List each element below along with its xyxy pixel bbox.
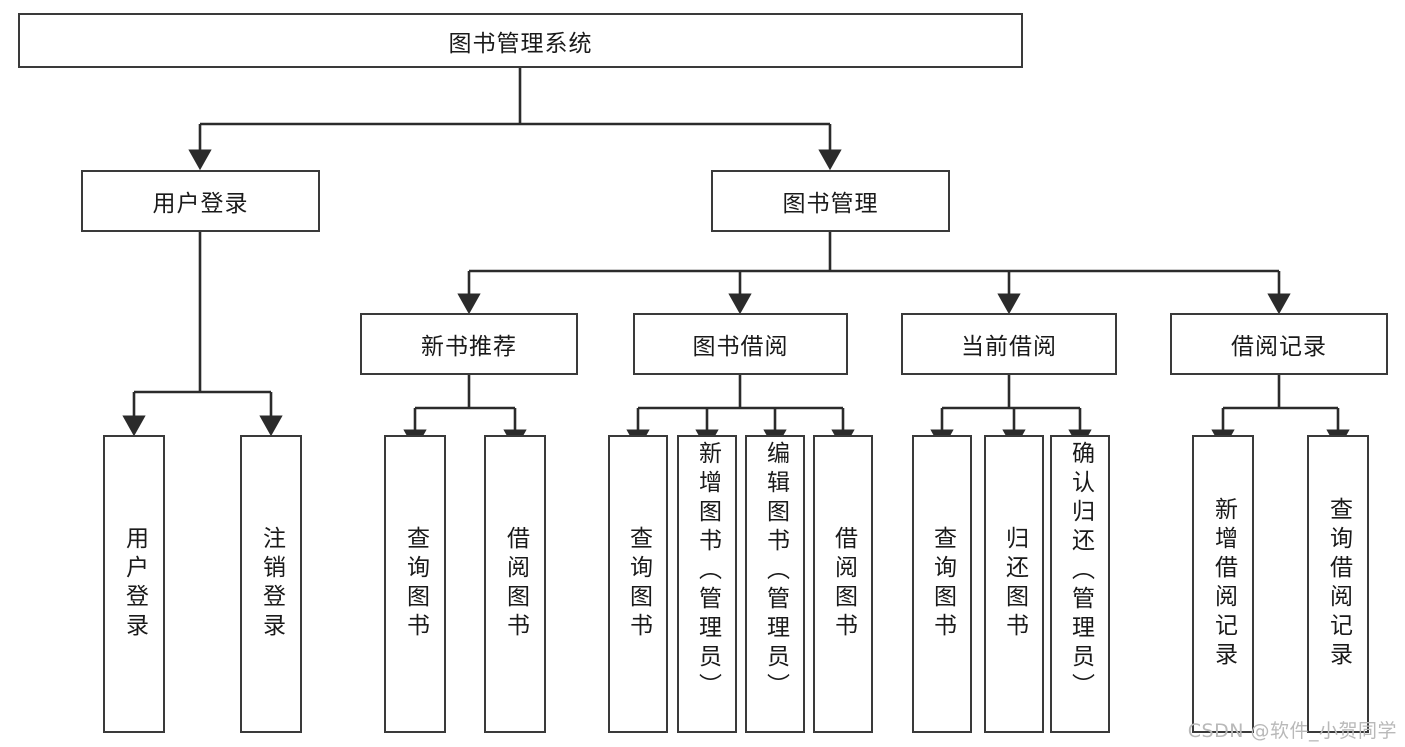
leaf-current-query-book[interactable]: 查询图书 xyxy=(912,435,972,733)
leaf-borrow-lend-book[interactable]: 借阅图书 xyxy=(813,435,873,733)
leaf-user-login-label: 用户登录 xyxy=(121,526,148,642)
leaf-borrow-query-book[interactable]: 查询图书 xyxy=(608,435,668,733)
node-current-borrow[interactable]: 当前借阅 xyxy=(901,313,1117,375)
leaf-borrow-query-book-label: 查询图书 xyxy=(625,526,652,642)
node-user-login-label: 用户登录 xyxy=(152,191,249,217)
leaf-records-query-record-label: 查询借阅记录 xyxy=(1325,497,1352,671)
leaf-current-confirm-return-admin-label: 确认归还（管理员） xyxy=(1067,441,1094,702)
leaf-newbook-query-book-label: 查询图书 xyxy=(402,526,429,642)
node-book-borrow-label: 图书借阅 xyxy=(692,334,789,360)
leaf-newbook-borrow-book[interactable]: 借阅图书 xyxy=(484,435,546,733)
node-current-borrow-label: 当前借阅 xyxy=(961,334,1057,360)
node-user-login[interactable]: 用户登录 xyxy=(81,170,320,232)
leaf-records-add-record-label: 新增借阅记录 xyxy=(1210,497,1237,671)
node-new-book-recommend-label: 新书推荐 xyxy=(421,334,517,360)
leaf-user-logout-label: 注销登录 xyxy=(258,526,285,642)
leaf-borrow-edit-book-admin-label: 编辑图书（管理员） xyxy=(762,441,789,702)
leaf-records-add-record[interactable]: 新增借阅记录 xyxy=(1192,435,1254,733)
node-book-management-label: 图书管理 xyxy=(782,191,879,217)
leaf-newbook-query-book[interactable]: 查询图书 xyxy=(384,435,446,733)
leaf-borrow-edit-book-admin[interactable]: 编辑图书（管理员） xyxy=(745,435,805,733)
leaf-user-logout[interactable]: 注销登录 xyxy=(240,435,302,733)
node-borrow-records-label: 借阅记录 xyxy=(1231,334,1327,360)
node-root[interactable]: 图书管理系统 xyxy=(18,13,1023,68)
node-new-book-recommend[interactable]: 新书推荐 xyxy=(360,313,578,375)
node-book-management[interactable]: 图书管理 xyxy=(711,170,950,232)
leaf-records-query-record[interactable]: 查询借阅记录 xyxy=(1307,435,1369,733)
csdn-watermark: CSDN @软件_小贺同学 xyxy=(1187,720,1397,742)
node-borrow-records[interactable]: 借阅记录 xyxy=(1170,313,1388,375)
node-root-label: 图书管理系统 xyxy=(448,30,593,57)
leaf-current-return-book-label: 归还图书 xyxy=(1001,526,1028,642)
leaf-current-query-book-label: 查询图书 xyxy=(929,526,956,642)
node-book-borrow[interactable]: 图书借阅 xyxy=(633,313,848,375)
leaf-current-return-book[interactable]: 归还图书 xyxy=(984,435,1044,733)
leaf-newbook-borrow-book-label: 借阅图书 xyxy=(502,526,529,642)
leaf-borrow-lend-book-label: 借阅图书 xyxy=(830,526,857,642)
leaf-user-login[interactable]: 用户登录 xyxy=(103,435,165,733)
leaf-borrow-add-book-admin-label: 新增图书（管理员） xyxy=(694,441,721,702)
leaf-current-confirm-return-admin[interactable]: 确认归还（管理员） xyxy=(1050,435,1110,733)
leaf-borrow-add-book-admin[interactable]: 新增图书（管理员） xyxy=(677,435,737,733)
